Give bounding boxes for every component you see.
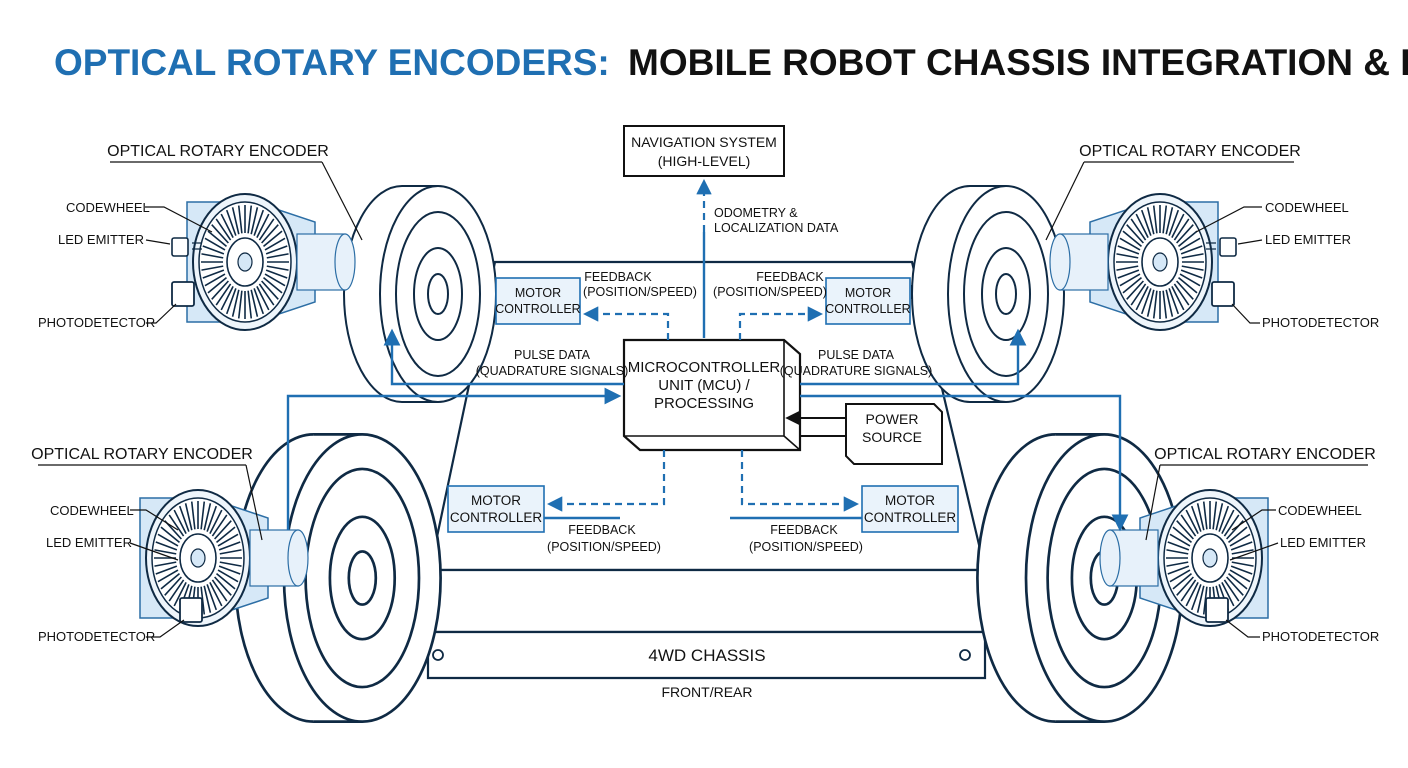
pulse-sublabel-left: (QUADRATURE SIGNALS)	[476, 364, 629, 378]
feedback-label-rr: FEEDBACK	[770, 523, 838, 537]
svg-text:MOTOR: MOTOR	[885, 493, 935, 508]
photodetector-label-rl: PHOTODETECTOR	[38, 629, 155, 644]
chassis-label: 4WD CHASSIS	[648, 646, 765, 665]
encoder-title-fl: OPTICAL ROTARY ENCODER	[107, 143, 329, 160]
photodetector-rl	[179, 597, 203, 623]
motor-controller-fr: MOTOR CONTROLLER	[825, 277, 911, 325]
feedback-label-fl: FEEDBACK	[584, 270, 652, 284]
wheel-front-left	[343, 185, 497, 403]
svg-text:MOTOR: MOTOR	[471, 493, 521, 508]
codewheel-label-fl: CODEWHEEL	[66, 200, 150, 215]
odometry-sublabel: LOCALIZATION DATA	[714, 221, 839, 235]
chassis: 4WD CHASSIS FRONT/REAR	[426, 260, 987, 700]
pulse-label-left: PULSE DATA	[514, 348, 591, 362]
pulse-line-fr	[800, 328, 1027, 386]
photodetector-label-fr: PHOTODETECTOR	[1262, 315, 1379, 330]
feedback-sublabel-fr: (POSITION/SPEED)	[713, 285, 827, 299]
led-emitter-leader-rl	[129, 542, 179, 561]
photodetector-fr	[1211, 281, 1235, 307]
pulse-line-fl	[383, 328, 624, 386]
odometry-label: ODOMETRY &	[714, 206, 798, 220]
svg-text:MOTOR: MOTOR	[845, 286, 891, 300]
power-source-label: POWER	[866, 411, 919, 427]
photodetector-fl	[171, 281, 195, 307]
motor-controller-rl: MOTOR CONTROLLER	[447, 485, 545, 533]
wheel-front-right	[911, 185, 1065, 403]
encoder-title-rr: OPTICAL ROTARY ENCODER	[1154, 446, 1376, 463]
svg-text:CONTROLLER: CONTROLLER	[450, 510, 543, 525]
photodetector-leader-rl	[146, 619, 185, 638]
pulse-sublabel-right: (QUADRATURE SIGNALS)	[780, 364, 933, 378]
svg-text:CONTROLLER: CONTROLLER	[825, 302, 910, 316]
navigation-system-label: NAVIGATION SYSTEM	[631, 134, 777, 150]
motor-controller-fl: MOTOR CONTROLLER	[495, 277, 581, 325]
codewheel-leader-rr	[1231, 509, 1276, 531]
led-emitter-leader-fl	[145, 239, 171, 245]
navigation-system-box	[623, 125, 785, 177]
led-emitter-label-fr: LED EMITTER	[1265, 232, 1351, 247]
codewheel-leader-fr	[1195, 206, 1262, 233]
feedback-line-rr	[740, 450, 860, 512]
encoder-title-fr: OPTICAL ROTARY ENCODER	[1079, 143, 1301, 160]
feedback-sublabel-rr: (POSITION/SPEED)	[749, 540, 863, 554]
led-emitter-label-rl: LED EMITTER	[46, 535, 132, 550]
photodetector-label-rr: PHOTODETECTOR	[1262, 629, 1379, 644]
feedback-line-fl	[582, 306, 670, 340]
led-emitter-fl	[171, 237, 202, 257]
navigation-system-sublabel: (HIGH-LEVEL)	[658, 153, 751, 169]
photodetector-leader-fl	[146, 303, 177, 324]
svg-text:OPTICAL ROTARY ENCODERS: M: OPTICAL ROTARY ENCODERS: MOBILE ROBOT CH…	[54, 42, 1408, 83]
encoder-title-rl: OPTICAL ROTARY ENCODER	[31, 446, 253, 463]
codewheel-label-rl: CODEWHEEL	[50, 503, 134, 518]
codewheel-label-rr: CODEWHEEL	[1278, 503, 1362, 518]
encoder-front-left	[186, 193, 356, 331]
codewheel-leader-fl	[145, 206, 213, 233]
title-main: MOBILE ROBOT CHASSIS INTEGRATION & DATA …	[628, 42, 1408, 83]
svg-text:CONTROLLER: CONTROLLER	[864, 510, 957, 525]
mcu-box	[622, 338, 802, 452]
encoder-title-leader-fl	[321, 161, 363, 241]
led-emitter-leader-fr	[1237, 239, 1263, 245]
led-emitter-label-rr: LED EMITTER	[1280, 535, 1366, 550]
feedback-line-fr	[738, 306, 824, 340]
pulse-line-rl	[286, 387, 622, 530]
feedback-line-rl	[546, 450, 666, 512]
led-emitter-leader-rr	[1229, 542, 1279, 561]
codewheel-leader-rl	[130, 509, 179, 531]
mcu-label-3: PROCESSING	[654, 395, 754, 412]
power-source-sublabel: SOURCE	[862, 429, 922, 445]
mcu-label-1: MICROCONTROLLER	[628, 359, 781, 376]
chassis-sublabel: FRONT/REAR	[662, 684, 753, 700]
encoder-title-leader-fr	[1045, 161, 1085, 241]
feedback-label-rl: FEEDBACK	[568, 523, 636, 537]
feedback-sublabel-rl: (POSITION/SPEED)	[547, 540, 661, 554]
led-emitter-fr	[1206, 237, 1237, 257]
feedback-sublabel-fl: (POSITION/SPEED)	[583, 285, 697, 299]
photodetector-leader-rr	[1225, 619, 1260, 638]
photodetector-rr	[1205, 597, 1229, 623]
encoder-title-leader-rl	[245, 464, 263, 541]
svg-text:CONTROLLER: CONTROLLER	[495, 302, 580, 316]
encoder-front-right	[1049, 193, 1219, 331]
pulse-line-rr	[800, 394, 1129, 532]
pulse-label-right: PULSE DATA	[818, 348, 895, 362]
motor-controller-rr: MOTOR CONTROLLER	[861, 485, 959, 533]
svg-text:MOTOR: MOTOR	[515, 286, 561, 300]
power-source-box	[845, 403, 943, 465]
title-highlight: OPTICAL ROTARY ENCODERS:	[54, 42, 610, 83]
photodetector-label-fl: PHOTODETECTOR	[38, 315, 155, 330]
feedback-label-fr: FEEDBACK	[756, 270, 824, 284]
encoder-title-leader-rr	[1145, 464, 1161, 541]
codewheel-label-fr: CODEWHEEL	[1265, 200, 1349, 215]
led-emitter-label-fl: LED EMITTER	[58, 232, 144, 247]
mcu-label-2: UNIT (MCU) /	[658, 377, 750, 394]
photodetector-leader-fr	[1231, 303, 1260, 324]
